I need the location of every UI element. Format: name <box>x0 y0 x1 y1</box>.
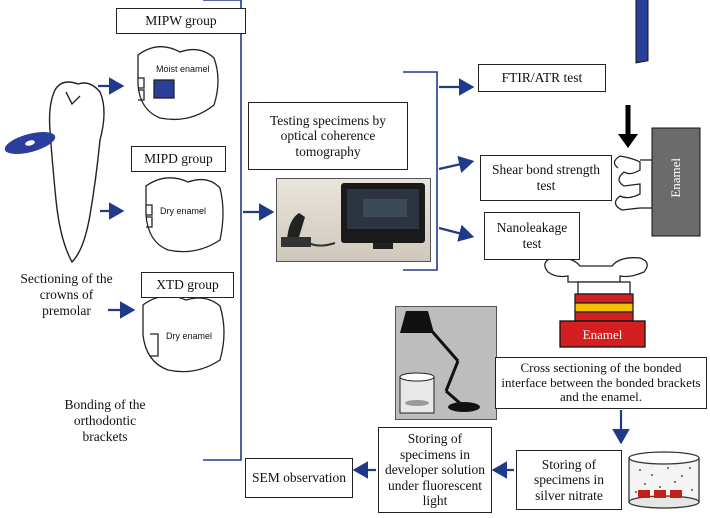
developer-step-label: Storing of specimens in developer soluti… <box>384 431 486 509</box>
crown-slice-mipd-icon <box>145 177 224 253</box>
ftir-step-box: FTIR/ATR test <box>478 64 606 92</box>
premolar-tooth-icon <box>48 81 105 264</box>
group-mipd-box: MIPD group <box>131 146 226 172</box>
shear-step-label: Shear bond strength test <box>492 162 600 193</box>
fluorescent-lamp-photo <box>395 306 497 420</box>
dry-enamel-label-2: Dry enamel <box>166 331 213 341</box>
cross-sectioning-step-label: Cross sectioning of the bonded interface… <box>501 359 701 405</box>
group-mipd-label: MIPD group <box>144 151 213 167</box>
beaker-silver-nitrate-icon <box>628 451 700 509</box>
cross-sectioning-step-box: Cross sectioning of the bonded interface… <box>495 357 707 409</box>
oct-step-label: Testing specimens by optical coherence t… <box>269 112 387 159</box>
crown-slice-mipw-icon <box>137 46 219 121</box>
arrows-to-groups <box>98 77 136 319</box>
oct-device-photo <box>276 178 431 262</box>
group-mipw-box: MIPW group <box>116 8 246 34</box>
tests-bracket <box>403 71 438 271</box>
shear-step-box: Shear bond strength test <box>480 155 612 201</box>
enamel-bottom-label: Enamel <box>582 327 623 342</box>
moist-enamel-label: Moist enamel <box>156 64 210 74</box>
developer-step-box: Storing of specimens in developer soluti… <box>378 427 492 513</box>
enamel-side-label: Enamel <box>668 157 684 198</box>
saw-disc-icon <box>4 132 56 154</box>
silver-nitrate-step-label: Storing of specimens in silver nitrate <box>533 456 605 503</box>
group-xtd-box: XTD group <box>141 272 234 298</box>
sem-step-box: SEM observation <box>245 458 353 498</box>
crown-slice-xtd-icon <box>142 295 225 373</box>
arrows-to-tests <box>438 78 475 242</box>
oct-step-box: Testing specimens by optical coherence t… <box>248 102 408 170</box>
nano-step-box: Nanoleakage test <box>484 212 580 260</box>
ftir-step-label: FTIR/ATR test <box>501 70 583 86</box>
group-xtd-label: XTD group <box>156 277 219 293</box>
grouping-bracket <box>203 0 242 461</box>
nano-step-label: Nanoleakage test <box>496 220 568 251</box>
dry-enamel-label-1: Dry enamel <box>160 206 207 216</box>
bonded-bracket-icon <box>544 257 648 348</box>
sectioning-text: Sectioning of the crowns of premolar <box>20 271 113 319</box>
bonding-text: Bonding of the orthodontic brackets <box>64 397 146 445</box>
group-mipw-label: MIPW group <box>145 13 217 29</box>
sem-step-label: SEM observation <box>251 470 347 486</box>
arrows-lower-flow <box>352 410 630 479</box>
silver-nitrate-step-box: Storing of specimens in silver nitrate <box>516 450 622 510</box>
shear-test-apparatus-icon <box>613 0 701 237</box>
